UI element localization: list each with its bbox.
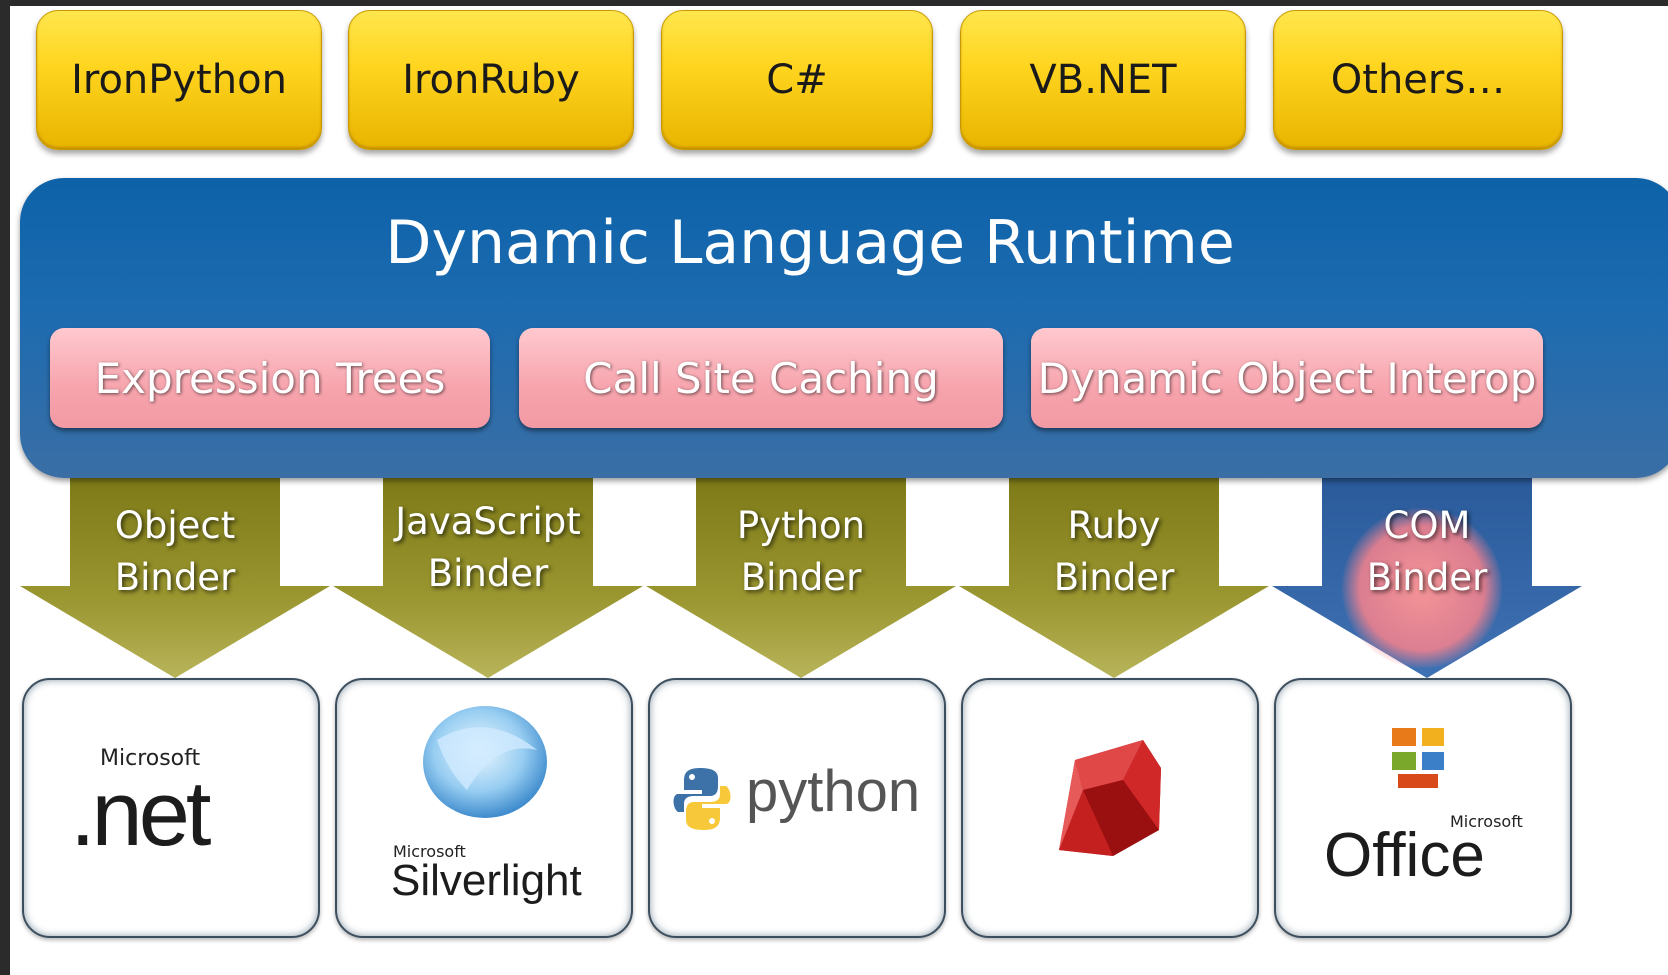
python-logo-icon <box>673 768 731 830</box>
language-label: C# <box>766 57 828 103</box>
language-box-vbnet: VB.NET <box>960 10 1246 150</box>
platform-ruby <box>961 678 1259 938</box>
feature-label: Call Site Caching <box>583 353 939 403</box>
feature-label: Dynamic Object Interop <box>1037 353 1537 403</box>
dotnet-logo-icon: .net <box>70 763 211 865</box>
down-arrow-icon <box>646 478 956 678</box>
language-box-csharp: C# <box>661 10 933 150</box>
office-name: Office <box>1324 821 1485 890</box>
feature-call-site-caching: Call Site Caching <box>519 328 1003 428</box>
platform-dotnet: Microsoft .net <box>22 678 320 938</box>
down-arrow-icon <box>959 478 1269 678</box>
platform-python: python <box>648 678 946 938</box>
office-logo-icon <box>1392 728 1444 788</box>
dlr-architecture-diagram: IronPython IronRuby C# VB.NET Others… Ob… <box>10 6 1668 975</box>
feature-label: Expression Trees <box>94 353 446 403</box>
feature-expression-trees: Expression Trees <box>50 328 490 428</box>
language-box-others: Others… <box>1273 10 1563 150</box>
platform-office: Microsoft Office <box>1274 678 1572 938</box>
brand-text: Microsoft <box>100 746 201 771</box>
down-arrow-icon <box>20 478 330 678</box>
language-label: IronRuby <box>402 57 580 103</box>
down-arrow-icon <box>333 478 643 678</box>
highlight-glow <box>1342 508 1502 668</box>
language-label: Others… <box>1330 57 1506 103</box>
language-label: IronPython <box>71 57 287 103</box>
platform-silverlight: Microsoft Silverlight <box>335 678 633 938</box>
dlr-panel: Dynamic Language Runtime Expression Tree… <box>20 178 1668 478</box>
ruby-gem-icon <box>1059 740 1161 856</box>
silverlight-name: Silverlight <box>391 856 582 905</box>
python-name: python <box>746 759 921 824</box>
brand-text: Microsoft <box>1450 812 1523 831</box>
silverlight-logo-icon <box>423 706 547 818</box>
feature-dynamic-object-interop: Dynamic Object Interop <box>1031 328 1543 428</box>
brand-text: Microsoft <box>393 842 466 861</box>
language-label: VB.NET <box>1029 57 1177 103</box>
language-box-ironpython: IronPython <box>36 10 322 150</box>
dlr-title: Dynamic Language Runtime <box>385 208 1235 278</box>
language-box-ironruby: IronRuby <box>348 10 634 150</box>
